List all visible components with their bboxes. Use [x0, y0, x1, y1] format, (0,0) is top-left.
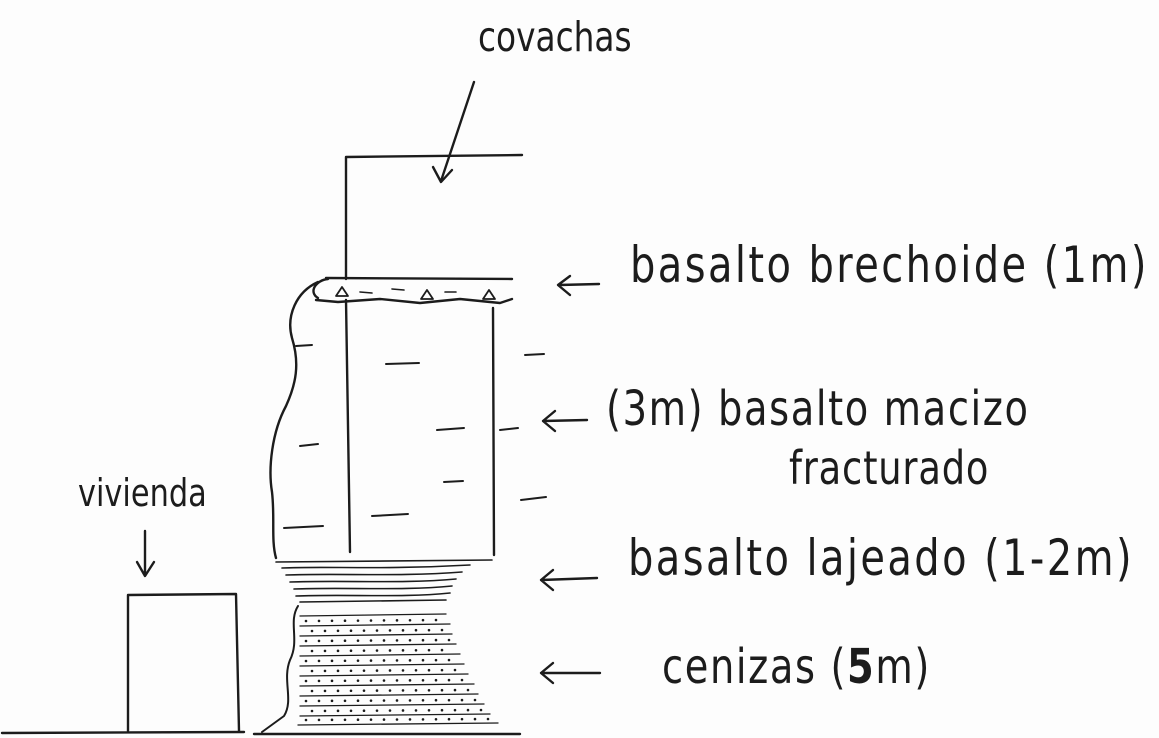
- fracturado-label: fracturado: [789, 441, 990, 495]
- macizo-layer: [269, 280, 547, 560]
- ground-line: [0, 730, 522, 736]
- house-outline: [126, 592, 241, 733]
- covachas-arrow: [431, 80, 476, 184]
- arrow-cenizas: [539, 661, 602, 685]
- cenizas-layer: [261, 605, 499, 733]
- arrow-brechoide: [556, 274, 601, 297]
- cenizas-label: cenizas (5m): [662, 643, 931, 691]
- cenizas-thickness: 5: [847, 639, 876, 695]
- cenizas-text: cenizas (: [662, 639, 848, 695]
- vivienda-label: vivienda: [78, 471, 207, 515]
- cenizas-unit: m): [875, 639, 931, 695]
- macizo-label: (3m) basalto macizo: [606, 381, 1030, 437]
- brechoide-label: basalto brechoide (1m): [630, 236, 1149, 294]
- brechoide-layer: [312, 276, 514, 305]
- lajeado-label: basalto lajeado (1-2m): [628, 529, 1134, 587]
- vivienda-arrow: [135, 529, 156, 578]
- covachas-label: covachas: [478, 13, 632, 61]
- arrow-macizo: [541, 409, 589, 433]
- lajeado-layer: [275, 559, 493, 603]
- upper-cliff: [344, 153, 524, 281]
- arrow-lajeado: [539, 568, 599, 592]
